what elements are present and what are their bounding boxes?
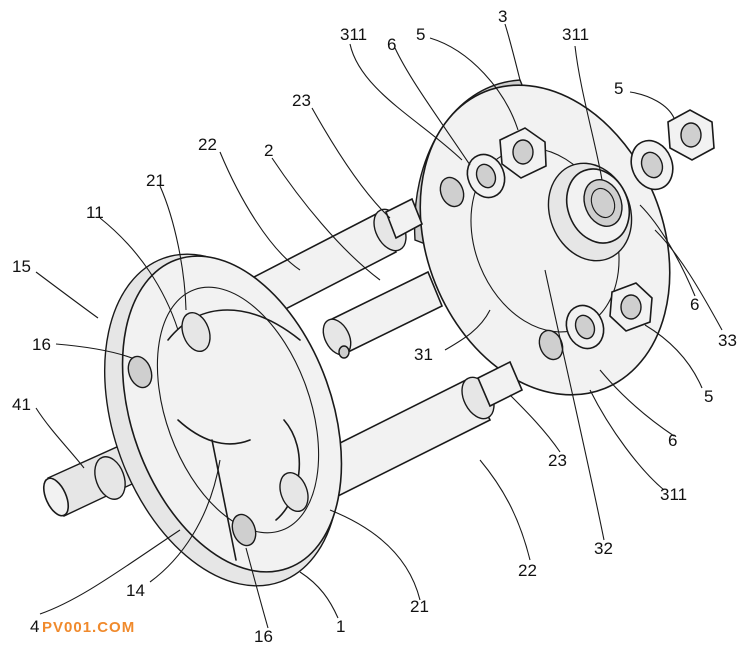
label-6-right: 6 <box>690 295 699 314</box>
label-15: 15 <box>12 257 31 276</box>
plate-1 <box>94 253 343 587</box>
label-5-top: 5 <box>416 25 425 44</box>
label-21-lower: 21 <box>410 597 429 616</box>
label-16-bottom: 16 <box>254 627 273 646</box>
label-21-top: 21 <box>146 171 165 190</box>
loose-nut-5 <box>667 109 715 161</box>
label-11: 11 <box>86 203 104 222</box>
label-3: 3 <box>498 7 507 26</box>
watermark: PV001.COM <box>42 619 135 636</box>
label-22-lower: 22 <box>518 561 537 580</box>
leader-lines <box>35 23 723 629</box>
label-23-lower: 23 <box>548 451 567 470</box>
loose-washer-6 <box>630 139 674 191</box>
label-14: 14 <box>126 581 145 600</box>
rod-middle-2 <box>322 270 444 359</box>
label-6-top: 6 <box>387 35 396 54</box>
label-5-right: 5 <box>614 79 623 98</box>
label-311-lower: 311 <box>660 485 687 504</box>
label-22-top: 22 <box>198 135 217 154</box>
label-311-top-right: 311 <box>562 25 589 44</box>
label-311-top-left: 311 <box>340 25 367 44</box>
label-16-left: 16 <box>32 335 51 354</box>
label-32: 32 <box>594 539 613 558</box>
label-1: 1 <box>336 617 345 636</box>
label-41: 41 <box>12 395 31 414</box>
label-5-lower: 5 <box>704 387 713 406</box>
label-2: 2 <box>264 141 273 160</box>
label-33: 33 <box>718 331 737 350</box>
label-4: 4 <box>30 617 39 636</box>
part-labels: 311 6 5 3 311 5 23 22 2 21 11 15 16 41 6… <box>12 7 737 646</box>
label-31: 31 <box>414 345 433 364</box>
label-23-top: 23 <box>292 91 311 110</box>
label-6-lower: 6 <box>668 431 677 450</box>
plate-3 <box>413 79 671 396</box>
